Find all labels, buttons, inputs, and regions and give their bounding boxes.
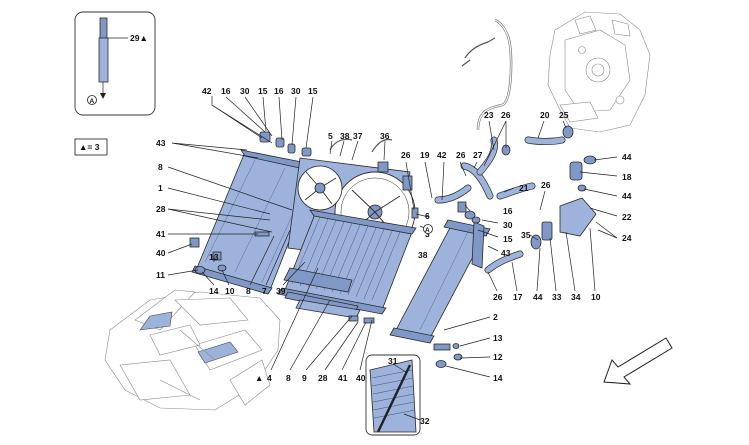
callout-c10a: 10 (225, 286, 235, 296)
callout-c40b: 40 (356, 373, 366, 383)
callout-c41a: 41 (156, 229, 166, 239)
callout-c11: 11 (156, 270, 165, 280)
callout-c14a: 14 (209, 286, 219, 296)
inset-cap (99, 17, 108, 41)
bottom-bracket (283, 267, 353, 293)
callout-c39: 39 (276, 286, 286, 296)
callout-c22: 22 (622, 212, 632, 222)
leader-lines (167, 96, 618, 421)
callout-c37: 37 (353, 131, 363, 141)
legend-box: ▲= 3 (74, 138, 108, 156)
water-pump-housing (559, 197, 597, 237)
callout-c38b: 38 (418, 250, 428, 260)
callout-c38a: 38 (340, 131, 350, 141)
callout-c13b: 13 (493, 333, 503, 343)
callout-c21: 21 (519, 183, 529, 193)
callout-c26e: 26 (493, 292, 503, 302)
callout-c8c: 8 (286, 373, 291, 383)
callout-cA2: A (425, 227, 430, 234)
callout-c44b: 44 (622, 191, 632, 201)
callout-c25: 25 (559, 110, 569, 120)
callout-c26a: 26 (401, 150, 411, 160)
callout-c16a: 16 (221, 86, 231, 96)
callout-c40a: 40 (156, 248, 166, 258)
callout-c35: 35 (521, 230, 531, 240)
callout-c36: 36 (380, 131, 390, 141)
callout-c9: 9 (302, 373, 307, 383)
callout-c30c: 30 (503, 220, 513, 230)
callout-c16c: 16 (503, 206, 513, 216)
inset-pipe (98, 37, 109, 83)
callout-c26c: 26 (501, 110, 511, 120)
callout-c3: 3 (425, 229, 430, 239)
detail-inset (365, 354, 421, 436)
callout-c43a: 43 (156, 138, 166, 148)
callout-c44a: 44 (622, 152, 632, 162)
callout-c30a: 30 (240, 86, 250, 96)
callout-ctri: ▲ (255, 373, 263, 383)
callout-c19: 19 (420, 150, 430, 160)
callout-c1: 1 (158, 183, 163, 193)
circle-a-icon (87, 95, 97, 105)
hoses (434, 125, 597, 274)
callout-c42a: 42 (202, 86, 212, 96)
inset-marker: A (90, 98, 95, 105)
callout-c23: 23 (484, 110, 494, 120)
callout-c34: 34 (571, 292, 581, 302)
callout-c4: 4 (267, 373, 272, 383)
callout-c20: 20 (540, 110, 550, 120)
direction-arrow-icon (603, 337, 673, 385)
ghost-wire (464, 37, 496, 59)
underbody-ghost (104, 289, 281, 411)
callout-c13a: 13 (209, 252, 219, 262)
callout-c41b: 41 (338, 373, 348, 383)
thermostat-housing (569, 161, 583, 181)
callout-c14b: 14 (493, 373, 503, 383)
callout-c33: 33 (552, 292, 562, 302)
callout-c15c: 15 (503, 234, 513, 244)
engine-ghost (547, 11, 651, 133)
callout-c26b: 26 (456, 150, 466, 160)
inset-box: 29▲ A (74, 11, 156, 116)
callout-c27: 27 (473, 150, 483, 160)
callout-c28a: 28 (156, 204, 166, 214)
callout-c10b: 10 (591, 292, 601, 302)
main-radiator (277, 209, 417, 319)
right-radiator (389, 201, 491, 351)
callout-c7: 7 (262, 286, 267, 296)
callout-c28b: 28 (318, 373, 328, 383)
callout-c42b: 42 (437, 150, 447, 160)
callout-c5: 5 (328, 131, 333, 141)
callout-c15b: 15 (308, 86, 318, 96)
callout-c30b: 30 (291, 86, 301, 96)
fan-connector (377, 161, 389, 173)
callout-c8a: 8 (158, 162, 163, 172)
callout-c32: 32 (420, 416, 430, 426)
callout-c6: 6 (425, 211, 430, 221)
callout-c12: 12 (493, 352, 503, 362)
right-bracket (433, 343, 451, 351)
callout-c15a: 15 (258, 86, 268, 96)
callout-c8b: 8 (246, 286, 251, 296)
callout-c43b: 43 (501, 248, 511, 258)
callout-c16b: 16 (274, 86, 284, 96)
callout-c44c: 44 (533, 292, 543, 302)
callout-c18: 18 (622, 172, 632, 182)
callout-c17: 17 (513, 292, 523, 302)
callout-c31: 31 (388, 356, 398, 366)
callout-c26d: 26 (541, 180, 551, 190)
circle-a-icon (423, 224, 433, 234)
callout-c24: 24 (622, 233, 632, 243)
hardware (189, 207, 481, 368)
callout-c2: 2 (493, 312, 498, 322)
legend-text: ▲= 3 (79, 142, 100, 152)
inset-label-29: 29▲ (130, 33, 148, 43)
